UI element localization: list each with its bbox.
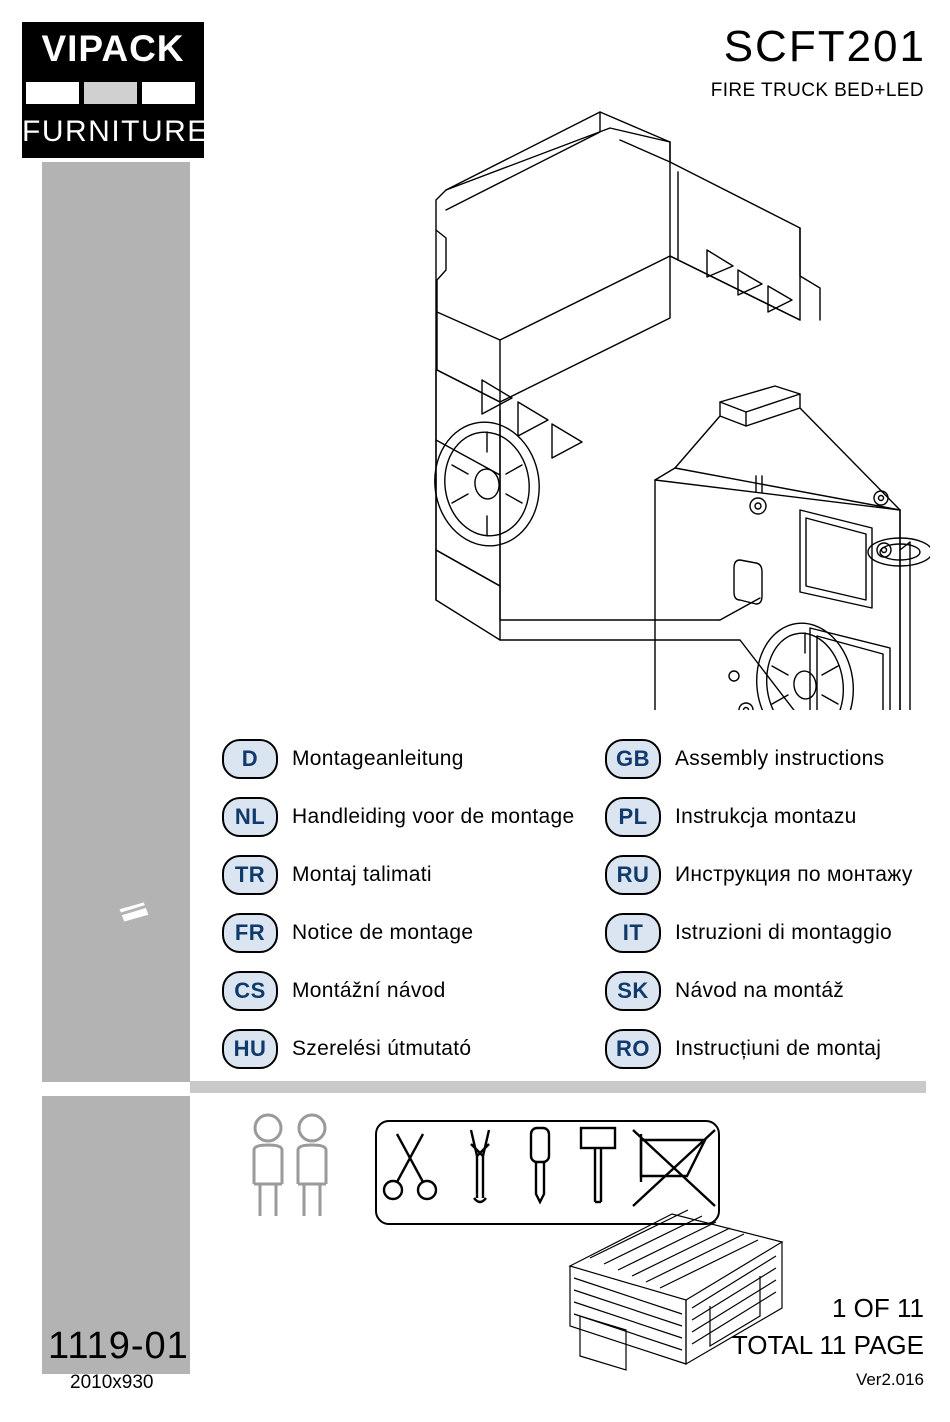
screwdriver-icon [529,1126,551,1205]
language-label: Návod na montáž [675,979,845,1002]
brand-subtitle: FURNITURE [22,108,207,158]
tools-panel-frame [375,1120,720,1225]
product-dimensions: 2010x930 [70,1372,154,1393]
logo-stripe-cell-2 [84,82,137,104]
language-item: RO Instrucțiuni de montaj [605,1020,935,1078]
language-label: Montaj talimati [292,863,432,886]
language-label: Instrucțiuni de montaj [675,1037,882,1060]
brand-name: VIPACK [22,22,204,78]
language-label: Montageanleitung [292,747,464,770]
language-code-badge: CS [222,971,278,1011]
language-item: IT Istruzioni di montaggio [605,904,935,962]
language-label: Notice de montage [292,921,474,944]
language-code-badge: PL [605,797,661,837]
language-code-badge: IT [605,913,661,953]
language-label: Assembly instructions [675,747,885,770]
language-item: D Montageanleitung [222,730,572,788]
logo-stripe [22,78,204,108]
required-tools-panel [375,1120,720,1225]
language-code-badge: FR [222,913,278,953]
language-code-badge: D [222,739,278,779]
horizontal-grey-rule [190,1081,926,1093]
language-item: PL Instrukcja montazu [605,788,935,846]
language-list-right: GB Assembly instructions PL Instrukcja m… [605,730,935,1078]
scissors-icon [382,1133,438,1201]
language-code-badge: NL [222,797,278,837]
language-label: Instrukcja montazu [675,805,857,828]
no-knife-icon [632,1129,716,1207]
language-item: RU Инструкция по монтажу [605,846,935,904]
mallet-icon [579,1126,617,1204]
language-item: GB Assembly instructions [605,730,935,788]
sku-number: 1119-01 [48,1325,189,1367]
language-item: FR Notice de montage [222,904,572,962]
read-manual-icon [55,862,177,984]
left-grey-bar-lower [42,1096,190,1374]
version-label: Ver2.016 [855,1370,924,1389]
language-label: Montážní návod [292,979,446,1002]
brand-logo: VIPACK FURNITURE [22,22,207,162]
language-code-badge: GB [605,739,661,779]
logo-stripe-cell-1 [26,82,79,104]
page-indicator: 1 OF 11 [831,1293,924,1323]
language-label: Szerelési útmutató [292,1037,472,1060]
two-persons-icon [240,1112,345,1222]
language-code-badge: TR [222,855,278,895]
language-code-badge: RO [605,1029,661,1069]
language-code-badge: RU [605,855,661,895]
language-label: Istruzioni di montaggio [675,921,893,944]
model-code: SCFT201 [723,22,926,71]
language-label: Инструкция по монтажу [675,863,913,886]
language-code-badge: HU [222,1029,278,1069]
pliers-icon [469,1129,491,1204]
product-illustration [200,80,930,710]
product-name: FIRE TRUCK BED+LED [710,80,924,101]
language-item: TR Montaj talimati [222,846,572,904]
logo-stripe-cell-3 [142,82,195,104]
total-pages: TOTAL 11 PAGE [731,1330,924,1360]
language-item: NL Handleiding voor de montage [222,788,575,846]
language-item: HU Szerelési útmutató [222,1020,572,1078]
language-code-badge: SK [605,971,661,1011]
language-label: Handleiding voor de montage [292,805,575,828]
language-item: CS Montážní návod [222,962,572,1020]
language-item: SK Návod na montáž [605,962,935,1020]
language-list-left: D Montageanleitung NL Handleiding voor d… [222,730,575,1078]
carton-packaging-icon [560,1196,790,1376]
